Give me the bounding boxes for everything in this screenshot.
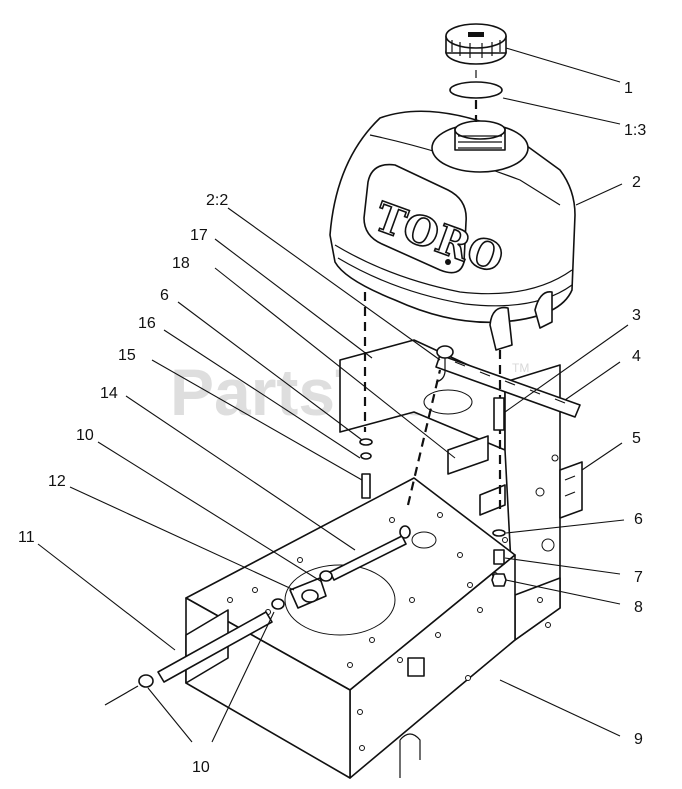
fuel-cap-grip [451,40,501,58]
tank-fitting [436,345,454,359]
cap-gasket [449,81,503,99]
frame-wall-hole [541,538,555,552]
callout-11: 11 [18,529,35,546]
leader-7 [504,557,621,575]
callout-12: 12 [48,473,66,490]
callout-6-right: 6 [634,511,643,528]
tank-strap [435,354,581,418]
leader-8 [505,579,621,605]
hose-clamp-lower [138,674,154,688]
fuel-tank-foot-far [534,291,553,329]
leader-9 [499,679,621,737]
frame-front-notch [399,639,516,778]
fuel-tank-logo-panel [363,163,467,274]
back-wall-tab [479,484,506,516]
fuel-hose-lower [157,611,273,683]
callout-14: 14 [100,385,118,402]
side-bracket [559,461,583,519]
callout-1-3: 1:3 [624,122,646,139]
leader-4 [564,361,621,401]
nut-right [491,573,507,587]
leader-10-bottom-b [211,611,275,743]
shutoff-valve [271,577,327,610]
hose-clamp-valve [271,598,285,610]
washer-left-lower [360,452,372,460]
leader-18 [214,267,456,459]
logo-rivet [445,259,451,265]
leader-16 [163,329,361,459]
callout-18: 18 [172,255,190,272]
fuel-line-upper [319,525,411,582]
fuel-tank-foot-right [489,306,513,351]
callout-7: 7 [634,569,643,586]
shutoff-valve-knob [301,589,319,603]
tank-strap-ribs [454,361,566,404]
leader-2 [575,183,623,206]
bolt-left [361,473,371,499]
washer-left-upper [359,438,373,446]
filler-neck-top [454,120,506,140]
filler-neck-threads [458,135,502,149]
callout-8: 8 [634,599,643,616]
callout-3: 3 [632,307,641,324]
washer-right [492,529,506,537]
fuel-line-dash [406,369,442,506]
leader-15 [151,359,363,481]
callout-10-bottom: 10 [192,759,210,776]
leader-5 [581,442,623,471]
leader-lines [37,47,629,743]
watermark-trademark: TM [512,361,529,375]
callout-10-top: 10 [76,427,94,444]
hose-clamp-mid [319,570,333,582]
frame-deck-hole [411,531,437,549]
callout-15: 15 [118,347,136,364]
callout-2: 2 [632,174,641,191]
leader-17 [214,238,373,359]
callout-17: 17 [190,227,208,244]
tank-fitting-tube [435,358,446,383]
frame-wall-hole-tiny [551,454,559,462]
bushing-right [493,549,505,565]
fuel-hose-upper [329,535,407,581]
callout-1: 1 [624,80,633,97]
fuel-tank: TORO [329,110,576,351]
callout-labels: 1 1:3 2 2:2 17 18 6 16 15 14 10 12 11 10… [18,80,646,776]
leader-14 [125,395,356,551]
callout-16: 16 [138,315,156,332]
back-wall-opening [423,389,473,415]
callout-2-2: 2:2 [206,192,228,209]
fuel-cap [445,23,507,65]
frame-front-tab [407,657,425,677]
leader-3 [504,324,629,413]
leader-10-bottom-a [147,687,193,743]
callout-5: 5 [632,430,641,447]
hose-clamp-upper [399,525,411,539]
leader-6-right [505,519,625,534]
fuel-cap-label [468,32,484,37]
leader-2-2 [227,207,441,361]
side-bracket-slots [564,475,576,497]
callout-6-left: 6 [160,287,169,304]
callout-4: 4 [632,348,641,365]
leader-10-top [97,441,323,583]
leader-1 [505,47,621,83]
callout-9: 9 [634,731,643,748]
back-wall-bracket [447,435,489,475]
leader-6-left [177,301,363,441]
leader-11 [37,543,176,651]
frame-wall-hole-small [535,487,545,497]
fuel-tank-seam [334,244,573,295]
fuel-hose-outlet [104,685,139,706]
mount-spacer [493,397,505,431]
leader-1-3 [502,97,621,125]
leader-12 [69,486,295,591]
